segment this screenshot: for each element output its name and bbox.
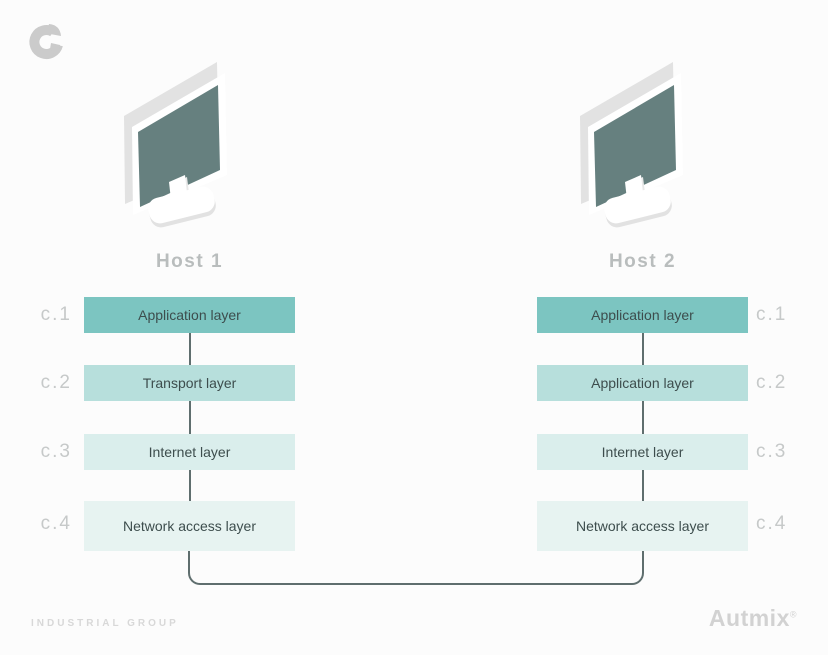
autmix-wordmark-text: Autmix [708,605,790,631]
host1-monitor-icon [124,62,227,228]
host2-title: Host 2 [608,251,677,272]
autmix-wordmark: Autmix® [709,605,797,632]
autmix-logo-icon [29,24,63,59]
host1-internet-layer-box: Internet layer [84,434,295,470]
host2-layer2-index: c.2 [756,372,788,393]
host2-application-layer-box: Application layer [537,297,748,333]
host1-layer1-index: c.1 [40,304,72,325]
host1-application-layer-box: Application layer [84,297,295,333]
host2-network-access-layer-box: Network access layer [537,501,748,551]
host2-layer1-index: c.1 [756,304,788,325]
host1-network-access-layer-box: Network access layer [84,501,295,551]
host1-layer3-index: c.3 [40,441,72,462]
host1-layer4-index: c.4 [40,513,72,534]
industrial-group-caption: INDUSTRIAL GROUP [31,618,179,629]
host2-monitor-icon [580,62,683,228]
host2-layer3-index: c.3 [756,441,788,462]
host-link-connector [188,551,644,585]
registered-mark: ® [789,609,797,620]
host1-connector-3-4 [188,470,191,501]
host2-application-layer2-box: Application layer [537,365,748,401]
host1-title: Host 1 [155,251,224,272]
host1-connector-2-3 [188,401,191,434]
host2-connector-1-2 [641,333,644,365]
host2-connector-2-3 [641,401,644,434]
host2-connector-3-4 [641,470,644,501]
host1-connector-1-2 [188,333,191,365]
host1-layer2-index: c.2 [40,372,72,393]
host1-transport-layer-box: Transport layer [84,365,295,401]
host2-layer4-index: c.4 [756,513,788,534]
host2-internet-layer-box: Internet layer [537,434,748,470]
